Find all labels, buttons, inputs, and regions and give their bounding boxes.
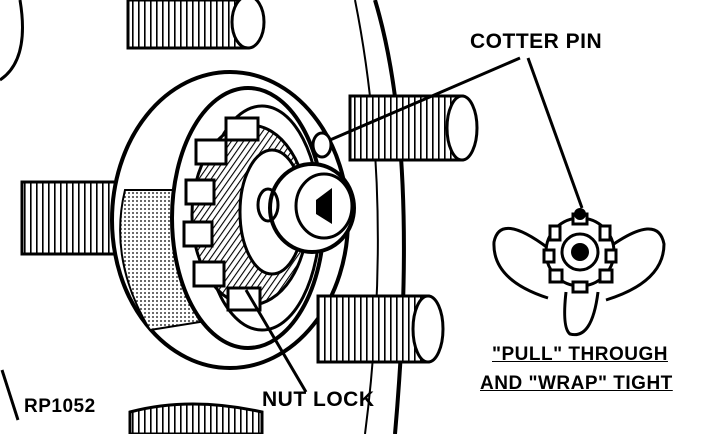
nut-lock-label: NUT LOCK: [262, 388, 375, 411]
leader-lines: [244, 56, 584, 393]
cotter-pin-wrap-detail: [492, 208, 666, 337]
spindle-end: [256, 131, 356, 254]
top-wheel-stud: [126, 0, 266, 50]
detail-caption-line-2: AND "WRAP" TIGHT: [480, 373, 673, 394]
bottom-wheel-stud: [128, 402, 264, 434]
figure-id-label: RP1052: [24, 396, 96, 417]
cotter-pin-label: COTTER PIN: [470, 30, 603, 53]
detail-caption-line-1: "PULL" THROUGH: [492, 344, 668, 365]
right-upper-stud: [348, 94, 479, 162]
right-lower-stud: [316, 294, 445, 364]
